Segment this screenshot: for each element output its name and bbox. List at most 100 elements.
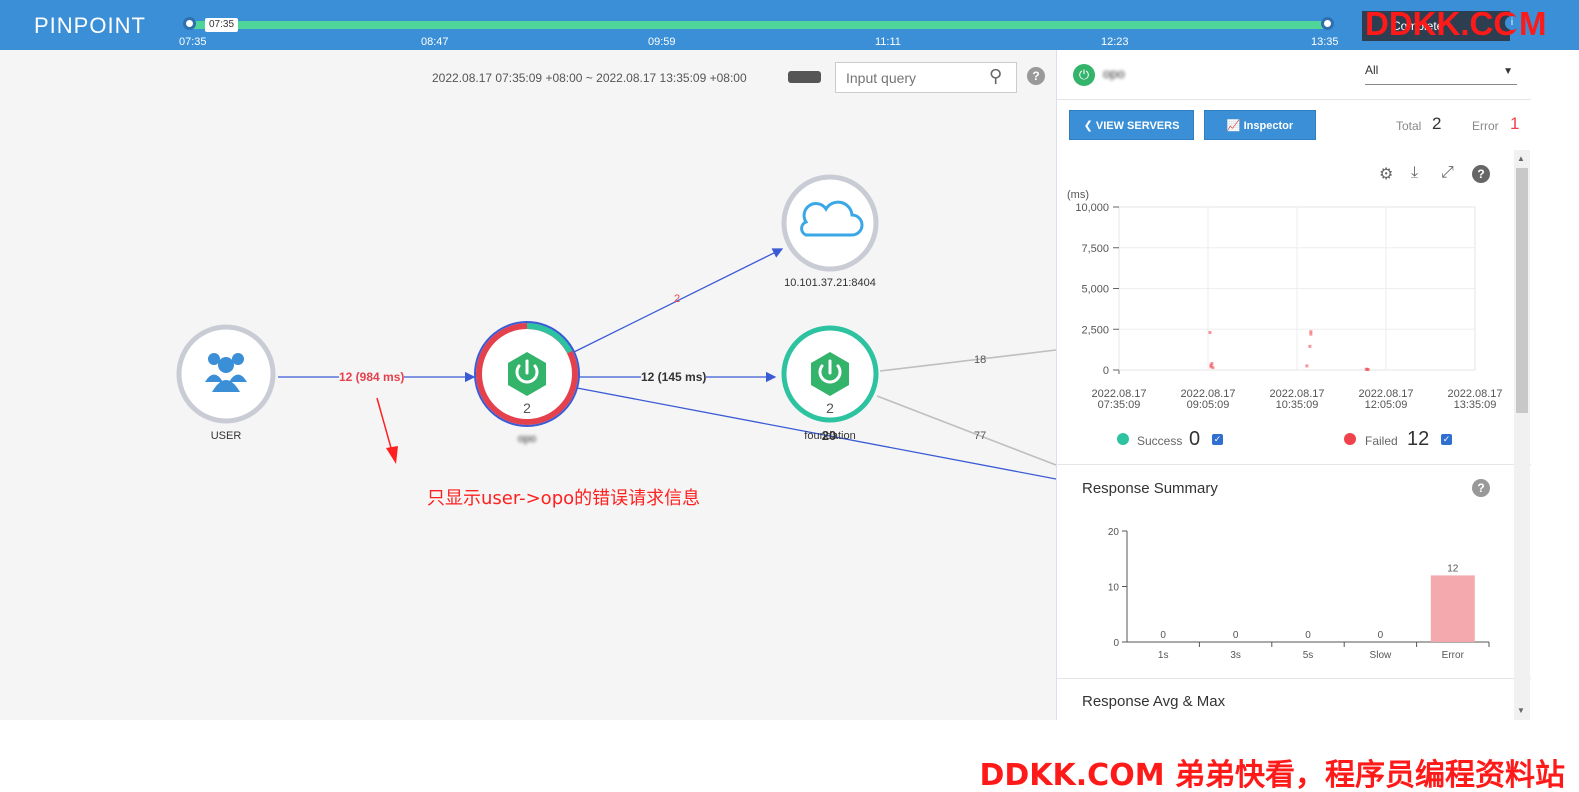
edge-foundation-out2 <box>876 395 1056 466</box>
timeline-tick: 08:47 <box>421 36 449 48</box>
scatter-point <box>1209 365 1213 369</box>
scatter-x-tick-label: 09:05:09 <box>1187 399 1230 411</box>
chart-icon: 📈 <box>1226 120 1244 132</box>
download-icon[interactable]: ⤓ <box>1411 164 1419 181</box>
scatter-x-tick-label: 13:35:09 <box>1454 399 1497 411</box>
play-controls-icon[interactable] <box>788 71 821 83</box>
scroll-thumb[interactable] <box>1516 168 1528 413</box>
response-summary-help-icon[interactable]: ? <box>1472 479 1490 497</box>
timeline-tick: 13:35 <box>1311 36 1339 48</box>
gear-icon[interactable]: ⚙ <box>1379 166 1394 183</box>
node-unknown <box>781 174 879 272</box>
scatter-x-tick-label: 2022.08.17 <box>1091 388 1146 400</box>
success-legend-value: 0 <box>1189 428 1201 450</box>
timeline-start-handle[interactable] <box>183 17 196 30</box>
app-logo[interactable]: PINPOINT <box>34 13 146 38</box>
scatter-help-icon[interactable]: ? <box>1472 165 1490 183</box>
timeline-handle-label: 07:35 <box>205 18 239 32</box>
inspector-label: Inspector <box>1243 120 1294 132</box>
scatter-y-tick-label: 5,000 <box>1081 284 1109 296</box>
scatter-x-tick-label: 07:35:09 <box>1098 399 1141 411</box>
error-label: Error <box>1472 119 1499 133</box>
scatter-y-tick-label: 2,500 <box>1081 324 1109 336</box>
bar-y-tick-label: 20 <box>1108 527 1120 538</box>
scatter-x-tick-label: 12:05:09 <box>1365 399 1408 411</box>
watermark-bottom: DDKK.COM 弟弟快看，程序员编程资料站 <box>979 758 1565 792</box>
scroll-down-icon[interactable]: ▼ <box>1517 706 1525 715</box>
panel-header: ⏻ opo All ▼ <box>1057 50 1531 100</box>
chevron-left-icon: ❮ <box>1083 120 1096 132</box>
bar-y-tick-label: 0 <box>1113 638 1119 649</box>
query-help-icon[interactable]: ? <box>1027 67 1045 85</box>
expand-icon[interactable]: ⤢ <box>1441 164 1454 181</box>
bar-value-label: 0 <box>1160 630 1166 641</box>
bar-category-label: 5s <box>1303 650 1314 661</box>
node-user-label: USER <box>210 430 242 442</box>
success-checkbox[interactable]: ✓ <box>1212 434 1223 445</box>
scatter-x-tick-label: 10:35:09 <box>1276 399 1319 411</box>
scatter-x-tick-label: 2022.08.17 <box>1447 388 1502 400</box>
bottom-strip: DDKK.COM 弟弟快看，程序员编程资料站 <box>0 720 1579 792</box>
scatter-point <box>1209 363 1213 367</box>
server-map-canvas <box>176 174 1056 480</box>
scatter-y-tick-label: 10,000 <box>1075 202 1109 214</box>
scatter-chart[interactable]: (ms)10,0007,5005,0002,50002022.08.1707:3… <box>1067 189 1503 411</box>
edge-opo-offscreen <box>576 387 1056 480</box>
bar-category-label: Slow <box>1370 650 1392 661</box>
server-filter-select[interactable]: All ▼ <box>1365 63 1517 85</box>
view-servers-button[interactable]: ❮ VIEW SERVERS <box>1069 110 1194 140</box>
failed-legend-label: Failed <box>1365 434 1398 448</box>
info-panel: ⏻ opo All ▼ ❮ VIEW SERVERS 📈 Inspector T… <box>1056 50 1531 720</box>
edge-label-foundation-out1[interactable]: 18 <box>974 354 987 366</box>
total-value: 2 <box>1432 114 1442 133</box>
panel-charts: (ms)10,0007,5005,0002,50002022.08.1707:3… <box>1067 189 1503 661</box>
scatter-point <box>1309 332 1313 336</box>
timeline-tick: 09:59 <box>648 36 676 48</box>
info-icon[interactable]: i <box>1505 16 1519 30</box>
node-foundation-overlay: 20 <box>821 428 837 443</box>
success-legend-dot <box>1117 433 1129 445</box>
node-opo-count: 2 <box>523 400 531 416</box>
scatter-y-tick-label: 7,500 <box>1081 243 1109 255</box>
annotation-arrow <box>376 397 394 456</box>
edge-label-opo-foundation[interactable]: 12 (145 ms) <box>641 370 707 384</box>
node-foundation-count: 2 <box>826 400 834 416</box>
timeline-end-handle[interactable] <box>1321 17 1334 30</box>
timeline-track[interactable] <box>190 21 1330 29</box>
search-icon[interactable]: ⚲ <box>989 66 1003 86</box>
failed-legend-value: 12 <box>1407 428 1430 450</box>
scatter-x-tick-label: 2022.08.17 <box>1269 388 1324 400</box>
scatter-point <box>1208 331 1212 335</box>
users-icon <box>205 353 247 392</box>
failed-legend-dot <box>1344 433 1356 445</box>
edge-opo-unknown <box>573 248 784 353</box>
node-unknown-label: 10.101.37.21:8404 <box>784 277 876 289</box>
edge-label-opo-unknown[interactable]: 2 <box>674 293 681 305</box>
edge-label-foundation-out2[interactable]: 77 <box>974 430 987 442</box>
edge-label-user-opo[interactable]: 12 (984 ms) <box>339 370 405 384</box>
timeline-tick: 12:23 <box>1101 36 1129 48</box>
scroll-up-icon[interactable]: ▲ <box>1517 154 1525 163</box>
bar-value-label: 0 <box>1233 630 1239 641</box>
total-label: Total <box>1396 119 1422 133</box>
inspector-button[interactable]: 📈 Inspector <box>1204 110 1316 140</box>
scatter-point <box>1309 330 1313 334</box>
scatter-point <box>1210 361 1214 365</box>
chevron-down-icon: ▼ <box>1503 66 1513 77</box>
edge-foundation-out1 <box>879 349 1056 372</box>
scatter-y-tick-label: 0 <box>1103 365 1109 377</box>
cloud-icon <box>800 200 864 237</box>
spring-icon: ⏻ <box>1073 64 1095 86</box>
panel-scrollbar[interactable]: ▲ ▼ <box>1514 150 1530 720</box>
bar-value-label: 0 <box>1378 630 1384 641</box>
node-opo-label: opo <box>517 433 537 445</box>
node-foundation-label: foundation <box>804 430 856 442</box>
failed-checkbox[interactable]: ✓ <box>1441 434 1452 445</box>
complete-button[interactable]: Complete <box>1362 11 1510 41</box>
query-input[interactable] <box>835 62 1017 93</box>
section-divider <box>1057 678 1531 679</box>
scatter-point <box>1366 368 1370 372</box>
scatter-x-tick-label: 2022.08.17 <box>1180 388 1235 400</box>
